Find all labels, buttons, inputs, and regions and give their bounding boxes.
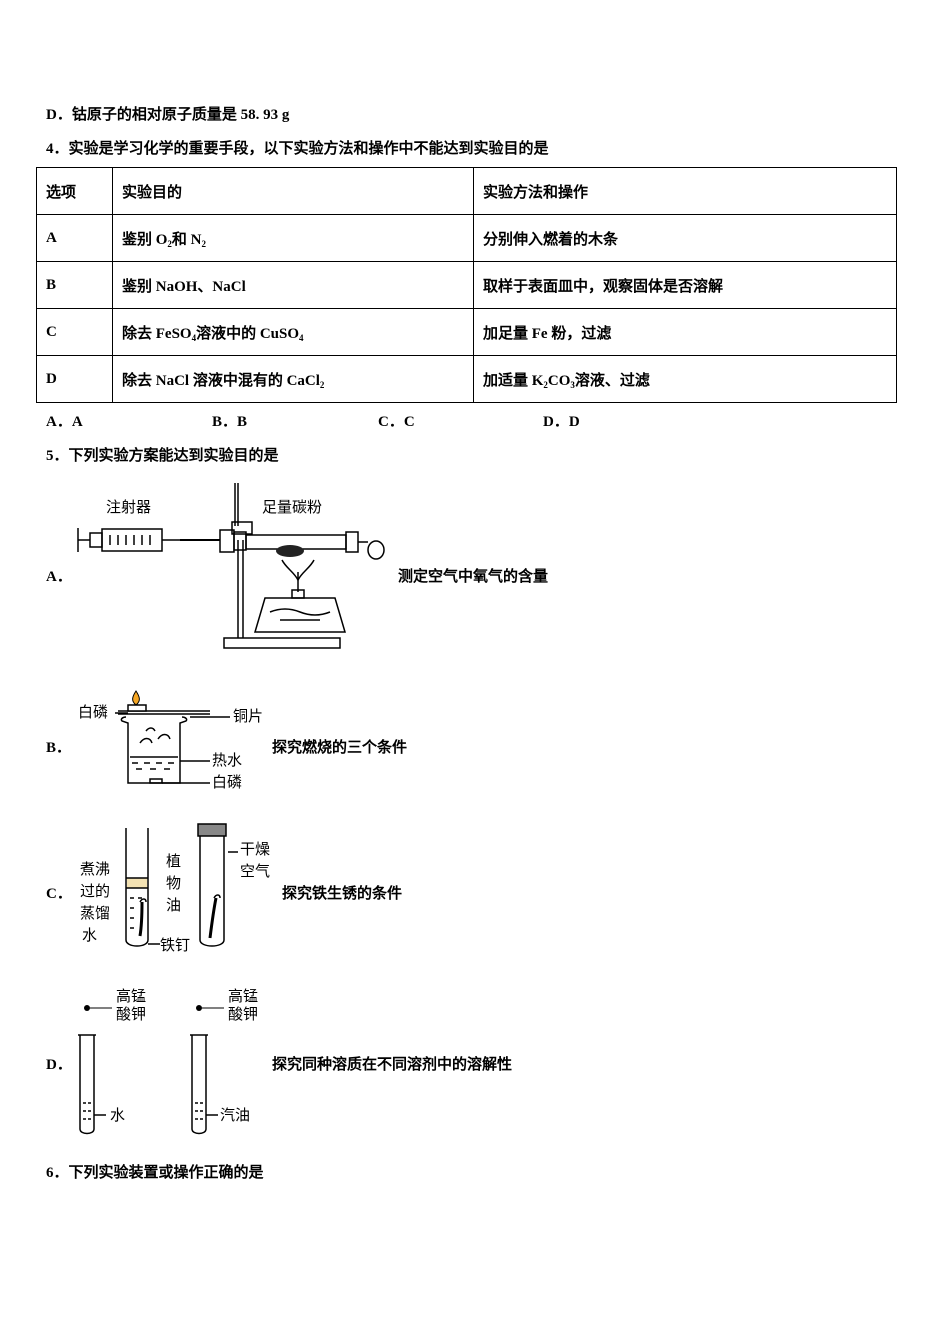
figure-solubility: 高锰 酸钾 高锰 酸钾 水 汽油 xyxy=(78,987,258,1135)
row-method: 加足量 Fe 粉，过滤 xyxy=(473,308,897,356)
gasoline-label: 汽油 xyxy=(220,1106,250,1124)
q5-option-c-letter[interactable]: C． xyxy=(46,886,72,902)
row-purpose: 除去 FeSO4溶液中的 CuSO4 xyxy=(112,308,474,356)
syringe-label: 注射器 xyxy=(106,498,151,516)
iron-nail-label: 铁钉 xyxy=(160,936,190,954)
kmno4-label-4: 酸钾 xyxy=(228,1005,258,1023)
kmno4-label-1: 高锰 xyxy=(116,987,146,1005)
boiled-water-label-4: 水 xyxy=(82,926,97,944)
table-row: B 鉴别 NaOH、NaCl 取样于表面皿中，观察固体是否溶解 xyxy=(36,261,897,309)
test-tube-dry-air-icon xyxy=(197,823,238,947)
copper-sheet-label: 铜片 xyxy=(233,707,263,725)
boiled-water-label-2: 过的 xyxy=(80,882,110,900)
q4-stem: 4．实验是学习化学的重要手段，以下实验方法和操作中不能达到实验目的是 xyxy=(46,141,549,157)
q4-choice-c[interactable]: C．C xyxy=(378,414,415,430)
kmno4-label-2: 酸钾 xyxy=(116,1005,146,1023)
table-row: A 鉴别 O2和 N2 分别伸入燃着的木条 xyxy=(36,214,897,262)
dry-air-label-1: 干燥 xyxy=(240,840,270,858)
header-option: 选项 xyxy=(36,167,113,215)
test-tube-water-icon xyxy=(78,1034,106,1135)
figure-combustion-conditions: 白磷 铜片 热水 白磷 xyxy=(78,690,263,791)
q5-option-b-letter[interactable]: B． xyxy=(46,740,72,756)
test-tube-gasoline-icon xyxy=(190,1034,218,1135)
plant-oil-label-3: 油 xyxy=(166,896,181,914)
water-label: 水 xyxy=(110,1106,125,1124)
white-phosphorus-top-label: 白磷 xyxy=(78,703,108,721)
test-tube-water-icon xyxy=(125,828,149,947)
boiled-water-label-3: 蒸馏 xyxy=(80,904,110,922)
q5-option-b-text: 探究燃烧的三个条件 xyxy=(272,740,408,756)
carbon-powder-label: 足量碳粉 xyxy=(262,498,322,516)
q5-option-d-text: 探究同种溶质在不同溶剂中的溶解性 xyxy=(272,1057,513,1073)
row-method: 加适量 K2CO3溶液、过滤 xyxy=(473,355,897,403)
row-option: C xyxy=(36,308,113,356)
plant-oil-label-1: 植 xyxy=(166,852,181,870)
q5-option-a-text: 测定空气中氧气的含量 xyxy=(398,569,549,585)
alcohol-lamp-icon xyxy=(253,559,347,633)
q4-choice-b[interactable]: B．B xyxy=(212,414,248,430)
q6-stem: 6．下列实验装置或操作正确的是 xyxy=(46,1165,264,1181)
kmno4-label-3: 高锰 xyxy=(228,987,258,1005)
row-option: B xyxy=(36,261,113,309)
hot-water-label: 热水 xyxy=(212,751,242,769)
q5-option-c-text: 探究铁生锈的条件 xyxy=(282,886,403,902)
row-purpose: 鉴别 O2和 N2 xyxy=(112,214,474,262)
row-method: 分别伸入燃着的木条 xyxy=(473,214,897,262)
syringe-icon xyxy=(77,528,180,552)
figure-iron-rusting: 煮沸 过的 蒸馏 水 植 物 油 干燥 空气 铁钉 xyxy=(80,823,270,954)
table-row: C 除去 FeSO4溶液中的 CuSO4 加足量 Fe 粉，过滤 xyxy=(36,308,897,356)
flame-icon xyxy=(132,690,140,706)
beaker-icon xyxy=(115,704,230,784)
table-row: D 除去 NaCl 溶液中混有的 CaCl2 加适量 K2CO3溶液、过滤 xyxy=(36,355,897,403)
q4-choice-a[interactable]: A．A xyxy=(46,414,83,430)
row-method: 取样于表面皿中，观察固体是否溶解 xyxy=(473,261,897,309)
q5-option-a-letter[interactable]: A． xyxy=(46,569,72,585)
q4-choice-d[interactable]: D．D xyxy=(543,414,580,430)
boiled-water-label-1: 煮沸 xyxy=(80,860,110,878)
kmno4-icon xyxy=(84,1005,224,1011)
q5-stem: 5．下列实验方案能达到实验目的是 xyxy=(46,448,279,464)
q3-option-d: D．钴原子的相对原子质量是 58. 93 g xyxy=(46,107,290,123)
header-method: 实验方法和操作 xyxy=(473,167,897,215)
row-purpose: 除去 NaCl 溶液中混有的 CaCl2 xyxy=(112,355,474,403)
row-purpose: 鉴别 NaOH、NaCl xyxy=(112,261,474,309)
row-option: A xyxy=(36,214,113,262)
dry-air-label-2: 空气 xyxy=(240,862,270,880)
figure-oxygen-content-apparatus: 注射器 足量碳粉 xyxy=(77,483,385,649)
q4-table: 选项 实验目的 实验方法和操作 A 鉴别 O2和 N2 分别伸入燃着的木条 B … xyxy=(36,167,897,403)
table-header-row: 选项 实验目的 实验方法和操作 xyxy=(36,167,897,215)
header-purpose: 实验目的 xyxy=(112,167,474,215)
carbon-powder-icon xyxy=(276,545,304,557)
white-phosphorus-bottom-label: 白磷 xyxy=(212,773,242,791)
row-option: D xyxy=(36,355,113,403)
clamp-stand-icon xyxy=(223,483,341,649)
q5-option-d-letter[interactable]: D． xyxy=(46,1057,72,1073)
plant-oil-label-2: 物 xyxy=(166,874,181,892)
